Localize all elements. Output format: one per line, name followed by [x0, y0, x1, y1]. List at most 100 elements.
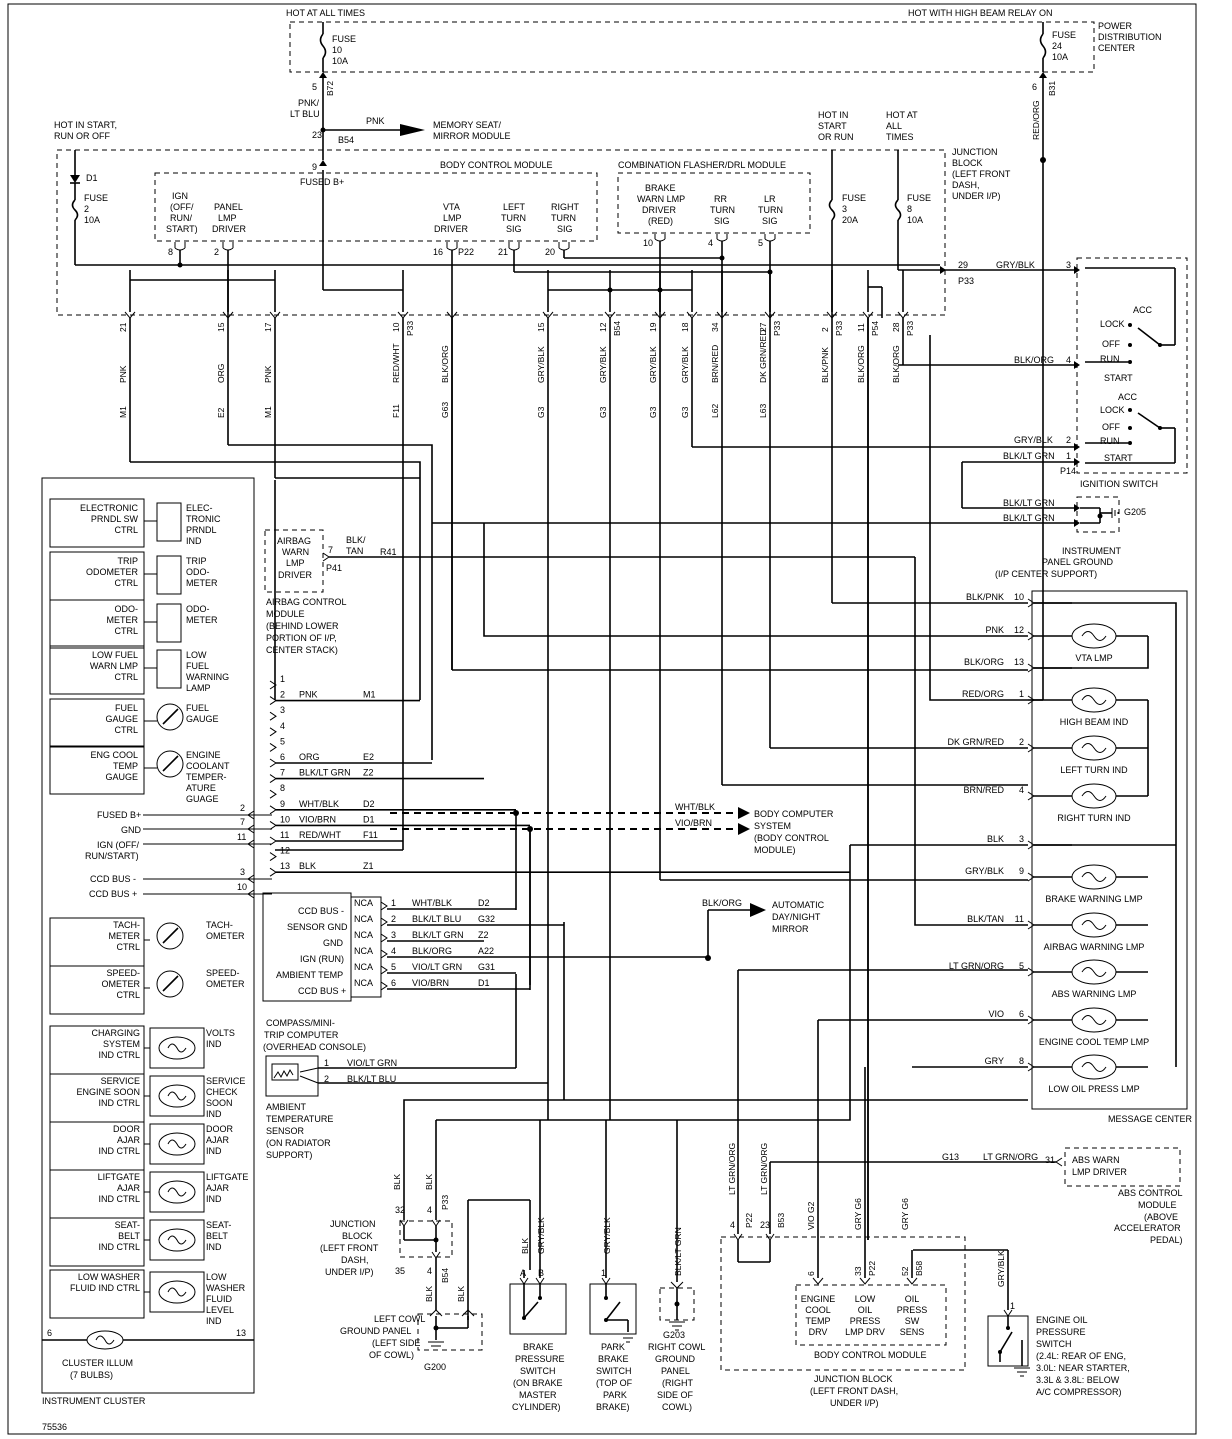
svg-text:AUTOMATIC: AUTOMATIC: [772, 900, 825, 910]
svg-text:29: 29: [958, 260, 968, 270]
jb-pin: 18: [680, 322, 690, 332]
svg-text:4: 4: [427, 1266, 432, 1276]
svg-text:(BEHIND LOWER: (BEHIND LOWER: [266, 621, 339, 631]
bcm-bottom-pin: 52: [900, 1266, 910, 1276]
svg-text:GND: GND: [121, 825, 142, 835]
fuse-24-icon: [1039, 33, 1047, 59]
svg-text:7: 7: [328, 545, 333, 555]
instrument-cluster: INSTRUMENT CLUSTER: [41, 477, 255, 1406]
svg-text:B31: B31: [1047, 81, 1057, 96]
svg-text:ALL: ALL: [886, 121, 902, 131]
cluster-row-6: ENG COOLTEMPGAUGEENGINECOOLANTTEMPER-ATU…: [49, 745, 230, 804]
jb-wire-color: GRY/BLK: [536, 346, 546, 383]
cluster-indicator-label: TEMPER-: [186, 772, 227, 782]
svg-text:G200: G200: [424, 1362, 446, 1372]
svg-text:CCD BUS -: CCD BUS -: [298, 906, 344, 916]
svg-text:ACC: ACC: [1133, 305, 1153, 315]
jb-wire-color: PNK: [263, 365, 273, 383]
message-pin: 6: [1019, 1009, 1024, 1019]
svg-text:21: 21: [498, 247, 508, 257]
svg-text:CCD BUS +: CCD BUS +: [89, 889, 137, 899]
svg-text:RUN/: RUN/: [170, 213, 192, 223]
cluster-indicator-label: IND: [206, 1242, 222, 1252]
cluster-indicator-label: AJAR: [206, 1183, 230, 1193]
svg-text:RIGHT COWL: RIGHT COWL: [648, 1342, 705, 1352]
cluster-indicator-label: LEVEL: [206, 1305, 234, 1315]
svg-text:FUSE: FUSE: [907, 193, 931, 203]
jb-pin: 19: [648, 322, 658, 332]
cluster-ctrl-label: LOW WASHER: [78, 1272, 141, 1282]
message-lamp-label: ENGINE COOL TEMP LMP: [1039, 1037, 1149, 1047]
cluster-indicator-label: ELEC-: [186, 503, 213, 513]
jb-circuit: G3: [598, 406, 608, 418]
message-pin: 4: [1019, 785, 1024, 795]
connector-circuit: Z2: [363, 768, 374, 778]
message-wire-color: VIO: [988, 1009, 1004, 1019]
cluster-ctrl-label: FUEL: [115, 703, 138, 713]
jb-pin: 21: [118, 322, 128, 332]
svg-text:GROUND PANEL: GROUND PANEL: [340, 1326, 411, 1336]
svg-text:LT GRN/ORG: LT GRN/ORG: [983, 1152, 1038, 1162]
nca-label: NCA: [354, 914, 373, 924]
jb-circuit: G3: [680, 406, 690, 418]
svg-text:CCD BUS -: CCD BUS -: [90, 874, 136, 884]
svg-text:COWL): COWL): [662, 1402, 692, 1412]
compass-wire-color: BLK/LT GRN: [412, 930, 464, 940]
cluster-ctrl-label: BELT: [118, 1231, 140, 1241]
svg-text:AMBIENT TEMP: AMBIENT TEMP: [276, 970, 343, 980]
svg-text:B: B: [538, 1268, 544, 1278]
cluster-ctrl-label: IND CTRL: [98, 1194, 140, 1204]
compass-circuit: Z2: [478, 930, 489, 940]
diagram-frame: [7, 3, 1197, 1435]
connector-wire-color: VIO/BRN: [299, 814, 336, 824]
bcm-bottom-label: DRV: [809, 1327, 828, 1337]
svg-text:BRAKE: BRAKE: [598, 1354, 629, 1364]
message-center: MESSAGE CENTER: [1031, 590, 1193, 1124]
connector-pin: 12: [280, 846, 290, 856]
svg-text:WARN: WARN: [282, 547, 309, 557]
compass-circuit: D2: [478, 898, 490, 908]
jb-pin: 27: [758, 322, 768, 332]
compass-circuit: D1: [478, 978, 490, 988]
svg-text:6: 6: [1032, 82, 1037, 92]
svg-text:(ON BRAKE: (ON BRAKE: [513, 1378, 563, 1388]
bcm-bottom-label: OIL: [858, 1305, 873, 1315]
svg-text:COMBINATION FLASHER/DRL MODULE: COMBINATION FLASHER/DRL MODULE: [618, 160, 786, 170]
svg-text:IGN (RUN): IGN (RUN): [300, 954, 344, 964]
cluster-indicator-label: ODO-: [186, 604, 210, 614]
nca-label: NCA: [354, 946, 373, 956]
svg-text:PRESSURE: PRESSURE: [1036, 1327, 1086, 1337]
connector-pin: 8: [280, 783, 285, 793]
bcm-bottom-label: TEMP: [805, 1316, 830, 1326]
cluster-indicator-label: METER: [186, 615, 218, 625]
svg-text:GRY/BLK: GRY/BLK: [996, 1250, 1006, 1287]
svg-text:LT GRN/ORG: LT GRN/ORG: [759, 1143, 769, 1195]
svg-text:4: 4: [730, 1220, 735, 1230]
cluster-indicator-label: LOW: [206, 1272, 227, 1282]
svg-text:TURN: TURN: [501, 213, 526, 223]
svg-text:GRY/BLK: GRY/BLK: [996, 260, 1035, 270]
svg-text:31: 31: [1045, 1155, 1055, 1165]
jb-pin: 10: [391, 322, 401, 332]
compass-pin: 2: [391, 914, 396, 924]
connector-pin: 13: [280, 861, 290, 871]
svg-text:MODULE: MODULE: [1138, 1200, 1177, 1210]
message-wire-color: LT GRN/ORG: [949, 961, 1004, 971]
cluster-ctrl-label: GAUGE: [105, 714, 138, 724]
body-control-module-top: BODY CONTROL MODULE IGN (OFF/ RUN/ START…: [154, 160, 598, 257]
cluster-indicator-label: PRNDL: [186, 525, 217, 535]
message-wire-color: RED/ORG: [962, 689, 1004, 699]
cluster-indicator-label: CHECK: [206, 1087, 238, 1097]
cluster-indicator-label: SEAT-: [206, 1220, 231, 1230]
